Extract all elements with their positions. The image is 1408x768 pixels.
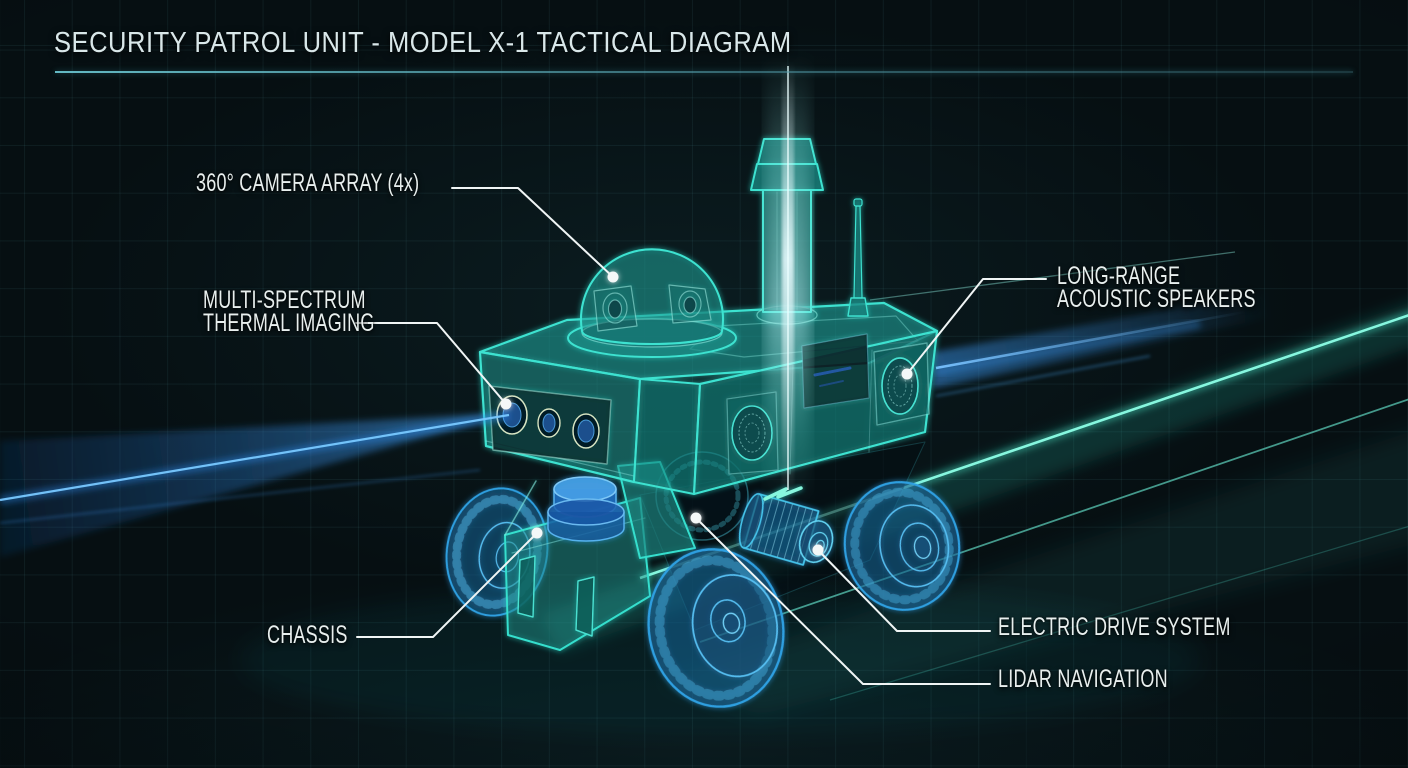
callout-text: LIDAR NAVIGATION (998, 665, 1168, 693)
callout-dot-chassis (531, 527, 543, 539)
callout-text-line1: MULTI-SPECTRUM (203, 286, 366, 314)
head-bevel-face (633, 378, 701, 495)
callout-text: CHASSIS (267, 621, 348, 649)
camera-lens-right (572, 413, 600, 449)
lidar-puck (547, 476, 625, 542)
title-underline (55, 71, 1353, 73)
callout-text-line2: THERMAL IMAGING (203, 309, 375, 337)
callout-label-lidar-navigation: LIDAR NAVIGATION (998, 665, 1168, 693)
chassis-vent-slot (575, 576, 595, 637)
blue-beam-core (935, 310, 1246, 370)
camera-dome (567, 248, 737, 358)
camera-lens-middle (537, 408, 561, 438)
callout-text-line2: ACOUSTIC SPEAKERS (1057, 285, 1256, 313)
antenna (847, 198, 869, 317)
chassis-vent-slot (517, 555, 536, 618)
callout-dot-camera-array (607, 271, 619, 283)
page-title: SECURITY PATROL UNIT - MODEL X-1 TACTICA… (54, 27, 792, 59)
callout-label-camera-array: 360° CAMERA ARRAY (4x) (196, 169, 420, 197)
callout-text-line1: LONG-RANGE (1057, 262, 1181, 290)
callout-text: 360° CAMERA ARRAY (4x) (196, 169, 420, 197)
callout-label-acoustic-speakers: LONG-RANGE ACOUSTIC SPEAKERS (1057, 262, 1256, 313)
callout-label-electric-drive: ELECTRIC DRIVE SYSTEM (998, 613, 1231, 641)
antenna-base (847, 297, 869, 317)
leader-camera-array (451, 187, 614, 278)
callout-dot-lidar (690, 512, 702, 524)
callout-text: ELECTRIC DRIVE SYSTEM (998, 613, 1231, 641)
dome-camera-left (593, 285, 638, 332)
callout-dot-thermal (500, 398, 512, 410)
callout-dot-speakers (901, 368, 913, 380)
callout-label-thermal-imaging: MULTI-SPECTRUM THERMAL IMAGING (203, 286, 375, 337)
callout-dot-drive (812, 544, 824, 556)
callout-label-chassis: CHASSIS (267, 621, 348, 649)
dome-camera-right (668, 284, 712, 324)
